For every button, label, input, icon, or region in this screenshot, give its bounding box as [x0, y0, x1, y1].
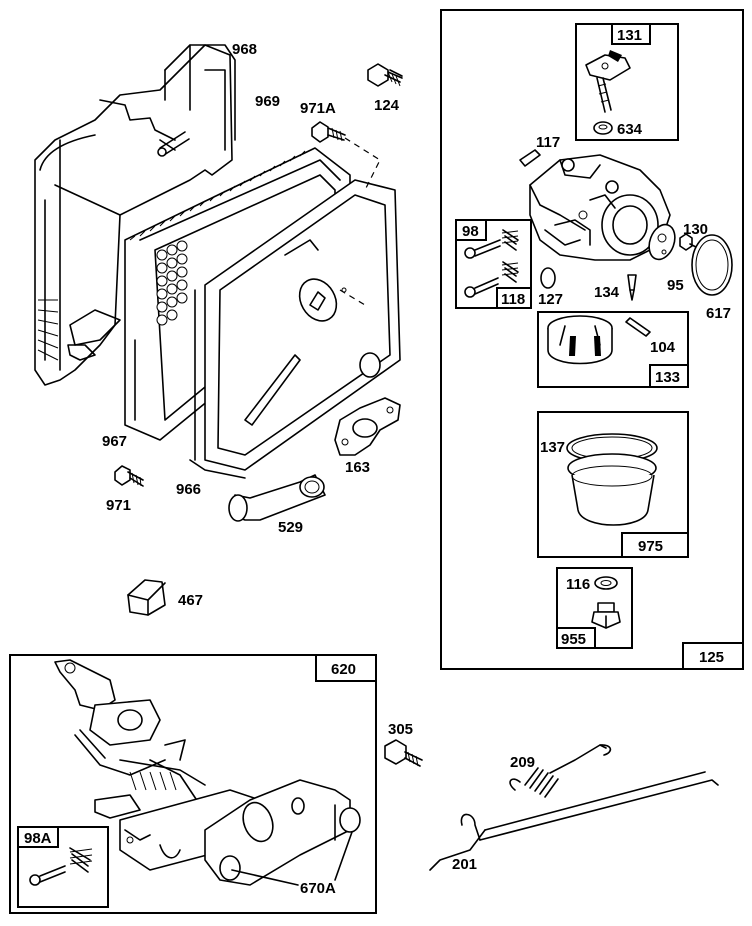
label-130: 130 — [683, 221, 708, 238]
label-116: 116 — [566, 576, 590, 593]
part-labels: 968 969 971A 124 967 971 966 163 529 467… — [24, 27, 731, 897]
label-163: 163 — [345, 459, 370, 476]
screw-98a-drawing — [29, 847, 93, 886]
oring-617-drawing — [691, 234, 733, 296]
label-209: 209 — [510, 754, 535, 771]
label-127: 127 — [538, 291, 563, 308]
bowl-975-drawing — [566, 433, 658, 526]
spring-209-drawing — [509, 744, 612, 798]
screws-box-98a — [17, 826, 109, 908]
box-131-label-frame — [611, 23, 651, 45]
screw-305-drawing — [384, 739, 423, 767]
washer-116-drawing — [594, 576, 618, 590]
box-620-label-frame — [315, 654, 377, 682]
box-98a-label-frame — [17, 826, 59, 848]
label-137: 137 — [540, 439, 565, 456]
label-104: 104 — [650, 339, 676, 356]
label-971a: 971A — [300, 100, 336, 117]
label-971: 971 — [106, 497, 131, 514]
carburetor-assembly-group — [440, 9, 744, 670]
washer-634-drawing — [593, 121, 613, 135]
oring-127-drawing — [540, 267, 556, 289]
label-305: 305 — [388, 721, 413, 738]
box-98-label-frame — [455, 219, 487, 241]
control-bracket-drawing — [54, 659, 361, 886]
breather-tube-529-drawing — [228, 474, 326, 522]
leader-670a-b — [334, 831, 353, 881]
label-98: 98 — [462, 223, 479, 240]
label-955: 955 — [561, 631, 586, 648]
label-967: 967 — [102, 433, 127, 450]
label-968: 968 — [232, 41, 257, 58]
label-117: 117 — [536, 134, 560, 151]
label-966: 966 — [176, 481, 201, 498]
box-118-label-frame — [496, 287, 532, 309]
label-124: 124 — [374, 97, 400, 114]
label-670a: 670A — [300, 880, 336, 897]
carburetor-body-drawing — [529, 154, 671, 261]
label-95: 95 — [667, 277, 684, 294]
label-620: 620 — [331, 661, 356, 678]
label-634: 634 — [617, 121, 643, 138]
pin-117-drawing — [519, 149, 541, 167]
box-955-label-frame — [556, 627, 596, 649]
grommet-467-drawing — [127, 579, 166, 616]
box-125-label-frame — [682, 642, 744, 670]
air-cleaner-base-drawing — [34, 44, 236, 386]
screw-124-drawing — [367, 63, 403, 87]
screw-971a-drawing — [311, 121, 346, 143]
label-98a: 98A — [24, 830, 52, 847]
screw-95-drawing — [679, 233, 699, 251]
box-975-label-frame — [621, 532, 689, 558]
label-201: 201 — [452, 856, 477, 873]
label-617: 617 — [706, 305, 731, 322]
bowl-nut-955-drawing — [591, 602, 621, 629]
label-969: 969 — [255, 93, 280, 110]
filter-pleat-dots — [156, 240, 188, 326]
plate-130-drawing — [648, 223, 676, 261]
pin-104-drawing — [625, 317, 651, 337]
label-134: 134 — [594, 284, 620, 301]
label-975: 975 — [638, 538, 663, 555]
stud-969-drawing — [157, 131, 190, 157]
screw-971-drawing — [114, 465, 144, 487]
label-125: 125 — [699, 649, 724, 666]
mixture-screw-98-drawing — [464, 229, 519, 259]
label-118: 118 — [501, 291, 525, 308]
control-box-620 — [9, 654, 377, 914]
idle-screw-118-drawing — [464, 261, 519, 298]
needle-134-drawing — [627, 274, 637, 301]
carburetor-kit-box-125 — [440, 9, 744, 670]
control-assembly-group — [9, 654, 377, 914]
leader-670a-a — [231, 869, 299, 886]
cover-966-drawing — [189, 179, 401, 479]
governor-link-201-drawing — [429, 771, 719, 871]
float-box-133 — [537, 311, 689, 388]
float-133-drawing — [547, 315, 613, 365]
label-133: 133 — [655, 369, 680, 386]
gasket-163-drawing — [334, 397, 401, 456]
linkage-group — [384, 739, 719, 871]
label-131: 131 — [617, 27, 642, 44]
air-cleaner-group — [34, 44, 403, 616]
label-529: 529 — [278, 519, 303, 536]
box-133-label-frame — [649, 364, 689, 388]
choke-shaft-drawing — [585, 50, 631, 113]
label-467: 467 — [178, 592, 203, 609]
screws-box-98-118 — [455, 219, 532, 309]
bowl-box-975 — [537, 411, 689, 558]
